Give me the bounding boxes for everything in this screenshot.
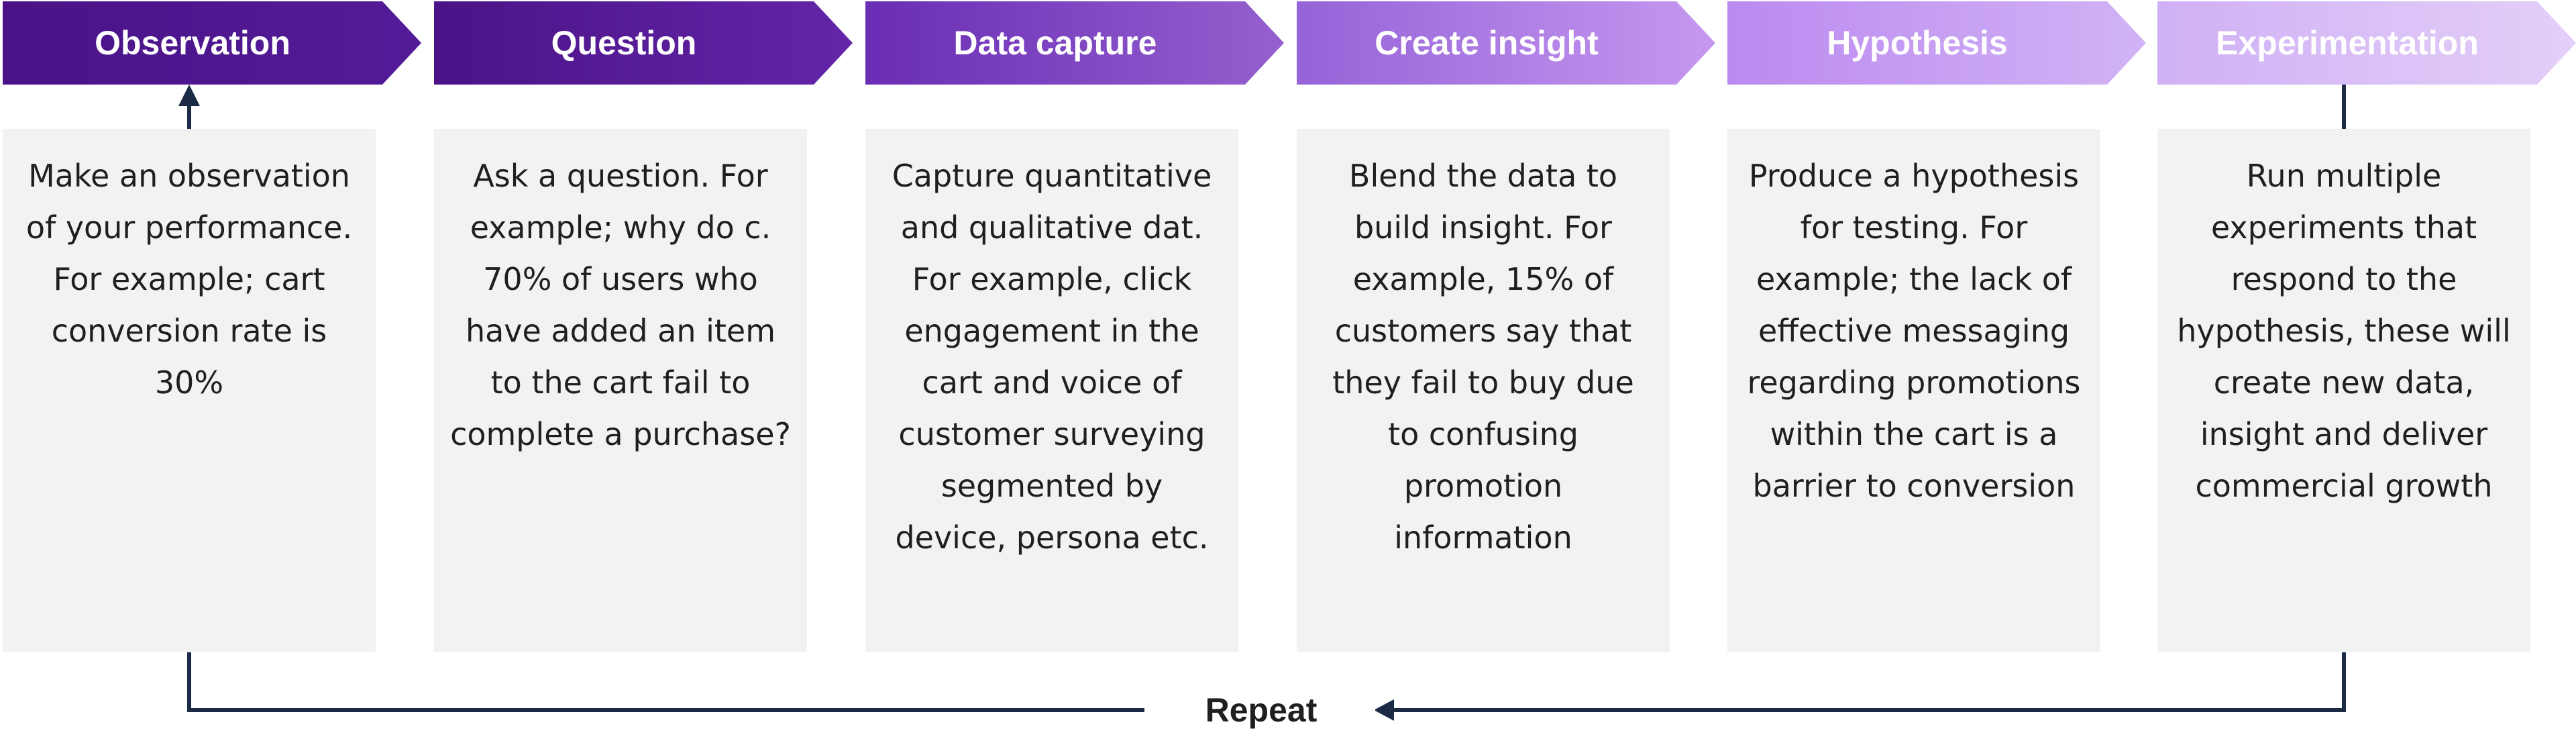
step-experimentation-title: Experimentation xyxy=(2216,24,2479,62)
step-experimentation-card: Run multiple experiments that respond to… xyxy=(2157,129,2530,652)
step-data-capture-chevron: Data capture xyxy=(865,1,1284,85)
step-hypothesis-chevron: Hypothesis xyxy=(1727,1,2146,85)
step-create-insight-card: Blend the data to build insight. For exa… xyxy=(1297,129,1670,652)
loop-left-segment xyxy=(187,652,1144,712)
repeat-label: Repeat xyxy=(1147,683,1375,737)
step-question-card: Ask a question. For example; why do c. 7… xyxy=(434,129,807,652)
step-observation-card: Make an observation of your performance.… xyxy=(3,129,376,652)
step-data-capture-title: Data capture xyxy=(953,24,1157,62)
step-hypothesis-card: Produce a hypothesis for testing. For ex… xyxy=(1727,129,2100,652)
loop-right-segment xyxy=(1383,652,2346,712)
step-data-capture-card: Capture quantitative and qualitative dat… xyxy=(865,129,1238,652)
step-observation-chevron: Observation xyxy=(3,1,421,85)
step-hypothesis-title: Hypothesis xyxy=(1827,24,2008,62)
step-create-insight-title: Create insight xyxy=(1375,24,1599,62)
step-observation-title: Observation xyxy=(95,24,290,62)
observation-up-arrowhead xyxy=(178,85,200,106)
step-experimentation-chevron: Experimentation xyxy=(2157,1,2576,85)
step-question-title: Question xyxy=(551,24,697,62)
step-create-insight-chevron: Create insight xyxy=(1297,1,1715,85)
step-question-chevron: Question xyxy=(434,1,853,85)
loop-middle-arrowhead xyxy=(1374,699,1394,721)
